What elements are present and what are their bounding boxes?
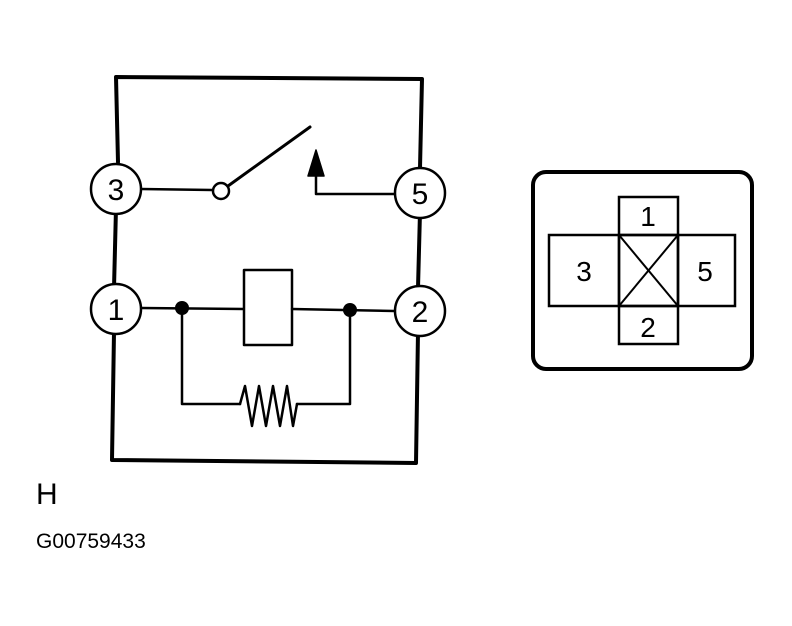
connector-pin-label: 3 (576, 256, 592, 287)
switch-blade (226, 125, 312, 188)
wire-1-coil (139, 306, 246, 311)
terminal-label: 5 (412, 178, 429, 211)
connector-pin-label: 1 (640, 201, 656, 232)
wire-resistor-loop (180, 306, 352, 406)
wire-contact-5 (314, 161, 396, 196)
terminal-label: 3 (108, 174, 125, 207)
relay-coil (242, 268, 294, 347)
connector-housing (531, 170, 754, 371)
connector-center-cross (618, 234, 679, 307)
switch-pivot (211, 181, 231, 201)
terminal-label: 2 (412, 296, 429, 329)
connector-center-block (617, 233, 680, 308)
relay-housing (110, 75, 424, 465)
connector-face (531, 170, 754, 371)
connector-pin-label: 5 (697, 256, 713, 287)
terminal-1: 1 (89, 282, 143, 336)
section-letter: H (36, 478, 58, 511)
connector-pin-label: 2 (640, 312, 656, 343)
relay-schematic (110, 75, 424, 465)
switch-contact-arrow (307, 149, 325, 177)
junction-dot (343, 303, 357, 317)
wire-3-switch (139, 187, 214, 192)
terminal-3: 3 (89, 162, 143, 216)
terminal-label: 1 (108, 294, 125, 327)
junction-dot (175, 301, 189, 315)
figure-id: G00759433 (36, 530, 146, 553)
terminal-2: 2 (393, 284, 447, 338)
terminal-5: 5 (393, 166, 447, 220)
resistor (238, 384, 299, 428)
